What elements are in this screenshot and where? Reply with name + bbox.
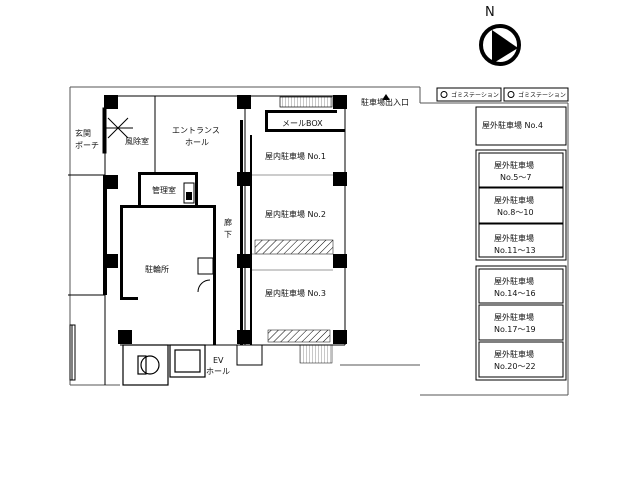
outdoor-parking-group-b: 屋外駐車場 No.14〜16 屋外駐車場 No.17〜19 屋外駐車場 No.2… [475,265,567,381]
outdoor-parking-label: 屋外駐車場 [494,349,534,359]
outdoor-parking-label: 屋外駐車場 No.4 [482,120,543,130]
stair-hatch-1 [254,239,334,255]
entrance-arrow-icon [382,94,390,100]
bicycle-door [197,257,214,275]
exterior-stair [299,344,333,364]
corridor-label: 廊 [224,217,232,227]
garbage-station-label: ゴミステーション [451,91,499,99]
porch-label: ポーチ [75,141,99,150]
outdoor-parking-numbers: No.17〜19 [494,325,536,334]
bicycle-door-swing [197,279,211,293]
outdoor-parking-numbers: No.5〜7 [500,173,531,182]
elevator-shaft [122,344,206,386]
site-boundary [69,86,569,396]
structural-walls [103,110,345,345]
mailbox-slots [279,96,333,108]
indoor-parking-dividers [252,174,333,271]
outdoor-parking-numbers: No.8〜10 [497,208,534,217]
indoor-parking-3-label: 屋内駐車場 No.3 [265,288,326,298]
mailbox-label: メールBOX [282,119,323,128]
outdoor-parking-label: 屋外駐車場 [494,233,534,243]
north-label: N [485,5,495,20]
indoor-parking-1-label: 屋内駐車場 No.1 [265,151,326,161]
parking-entrance-label: 駐車場出入口 [361,97,409,107]
outdoor-parking-numbers: No.20〜22 [494,362,536,371]
indoor-parking-2-label: 屋内駐車場 No.2 [265,209,326,219]
columns [104,95,347,344]
entrance-hall-label: エントランス [172,126,220,135]
outdoor-parking-numbers: No.14〜16 [494,289,536,298]
corridor-label-2: 下 [224,230,232,239]
outdoor-parking-label: 屋外駐車場 [494,195,534,205]
outdoor-parking-label: 屋外駐車場 [494,312,534,322]
outdoor-parking-group-a: 屋外駐車場 No.5〜7 屋外駐車場 No.8〜10 屋外駐車場 No.11〜1… [475,149,567,261]
stair-hatch-2 [267,329,331,343]
management-room-label: 管理室 [152,185,176,195]
windbreak-doors-icon [102,107,133,154]
windbreak-label: 風除室 [125,136,149,146]
genkan-label: 玄関 [75,128,91,138]
north-compass-icon: N [479,5,521,66]
garbage-station-label: ゴミステーション [518,91,566,99]
ev-hall-door [236,344,263,366]
entrance-hall-label-2: ホール [185,138,209,147]
management-fixture [183,182,195,204]
garbage-station-2: ゴミステーション [503,87,569,102]
garbage-station-1: ゴミステーション [436,87,502,102]
outdoor-parking-4: 屋外駐車場 No.4 [475,106,567,146]
outdoor-parking-label: 屋外駐車場 [494,160,534,170]
management-sink [186,192,192,200]
bicycle-parking-label: 駐輪所 [145,264,169,274]
outdoor-parking-numbers: No.11〜13 [494,246,536,255]
ev-hall-label: ホール [206,367,230,376]
outdoor-parking-label: 屋外駐車場 [494,276,534,286]
ev-label: EV [213,356,224,365]
